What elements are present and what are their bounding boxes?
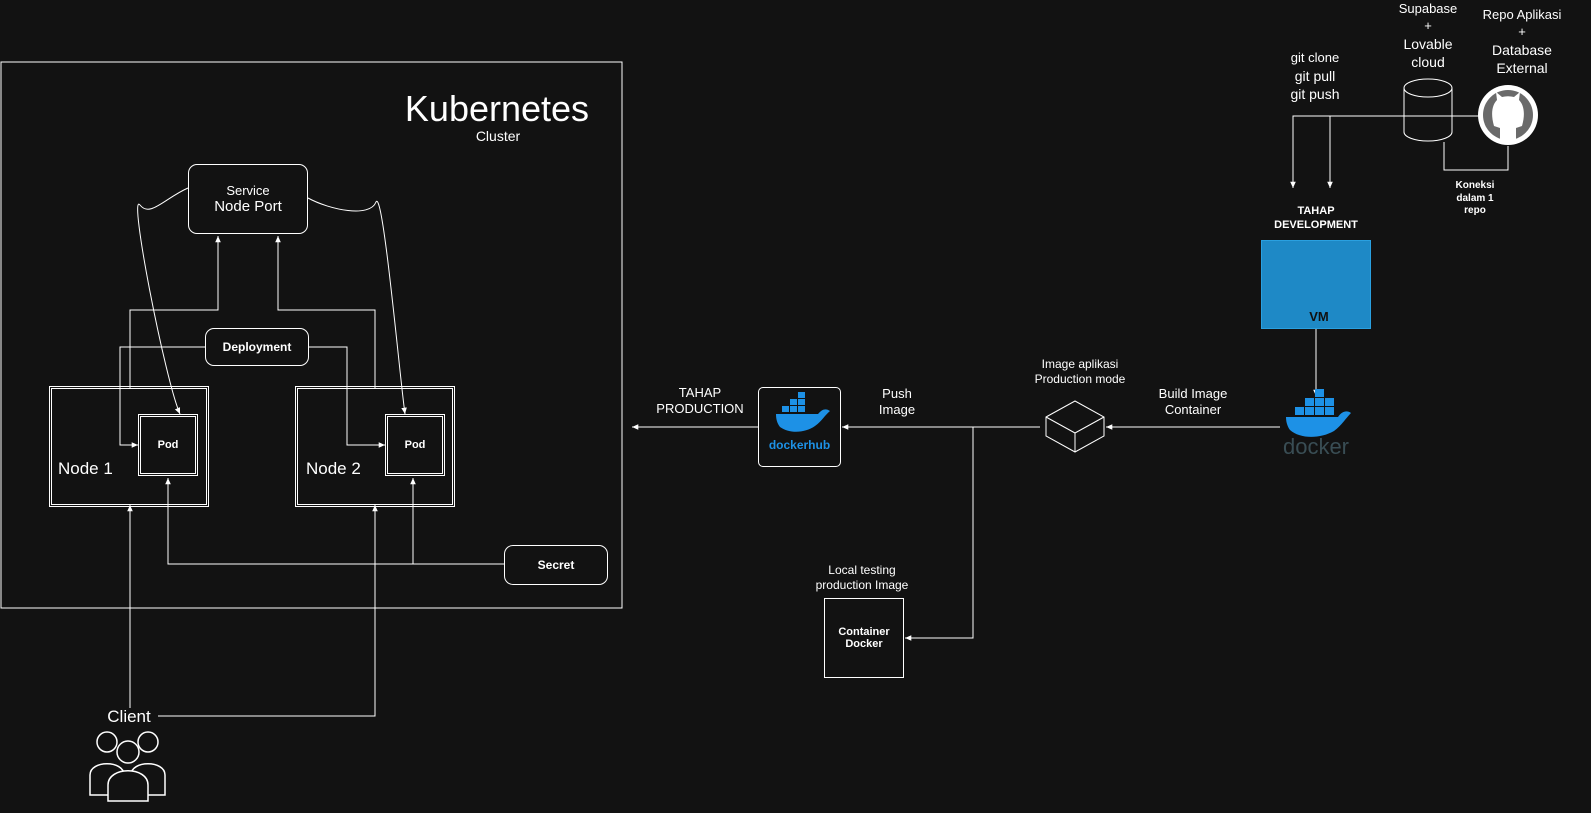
container-line2: Docker [845, 638, 883, 650]
koneksi-line3: repo [1464, 205, 1486, 216]
dockerhub-whale-icon [776, 392, 830, 432]
vm-tile[interactable] [1261, 240, 1371, 329]
container-line1: Container [838, 626, 890, 638]
koneksi-label: Koneksi dalam 1 repo [1445, 180, 1505, 218]
container-docker-box[interactable]: Container Docker [824, 598, 904, 678]
dockerhub-tile[interactable]: dockerhub [758, 387, 841, 467]
cluster-subtitle: Cluster [475, 128, 521, 144]
vm-label: VM [1309, 309, 1329, 324]
edge-deployment-to-pod1 [119, 346, 205, 448]
repo-line3: Database [1492, 41, 1552, 58]
push-line2: Image [878, 402, 916, 418]
repo-label: Repo Aplikasi + Database External [1470, 7, 1574, 77]
edge-git-to-vm-1 [1290, 115, 1404, 188]
local-testing-line1: Local testing [828, 563, 896, 577]
image-app-label: Image aplikasi Production mode [1015, 357, 1145, 387]
supabase-line3: Lovable [1403, 35, 1453, 52]
git-commands-label: git clone git pull git push [1275, 50, 1355, 103]
pod-1-label: Pod [157, 439, 179, 451]
koneksi-line1: Koneksi [1455, 180, 1495, 191]
node-2-label: Node 2 [306, 459, 361, 478]
service-label: Service [226, 183, 270, 198]
edge-git-to-vm-2 [1327, 115, 1488, 188]
supabase-line4: cloud [1411, 53, 1445, 70]
node-1-label: Node 1 [58, 459, 113, 478]
git-clone: git clone [1290, 50, 1340, 65]
build-line2: Container [1164, 402, 1222, 418]
client-label: Client [107, 707, 151, 726]
pod-2[interactable]: Pod [385, 414, 445, 476]
supabase-line2: + [1424, 17, 1432, 33]
pod-2-label: Pod [404, 439, 426, 451]
push-image-label: Push Image [862, 386, 932, 419]
users-icon [89, 731, 166, 802]
deployment-label: Deployment [222, 340, 292, 354]
supabase-label: Supabase + Lovable cloud [1388, 1, 1468, 71]
dockerhub-label: dockerhub [768, 438, 831, 452]
local-testing-label: Local testing production Image [798, 563, 926, 593]
image-cube-icon [1045, 400, 1105, 453]
docker-label: docker [1282, 434, 1350, 459]
pod-1[interactable]: Pod [138, 414, 198, 476]
development-stage-label: TAHAP DEVELOPMENT [1256, 205, 1376, 233]
supabase-line1: Supabase [1398, 1, 1458, 16]
build-image-label: Build Image Container [1148, 386, 1238, 419]
build-line1: Build Image [1158, 386, 1228, 401]
node-1[interactable] [49, 386, 209, 507]
development-line2: DEVELOPMENT [1274, 218, 1358, 231]
repo-line1: Repo Aplikasi [1482, 7, 1562, 22]
cluster-title: Kubernetes [404, 88, 590, 129]
edge-client-to-node2 [158, 505, 378, 717]
production-line1: TAHAP [678, 385, 722, 400]
development-line1: TAHAP [1297, 205, 1335, 217]
edge-node1-to-service [129, 236, 221, 388]
secret-box[interactable]: Secret [504, 545, 608, 585]
deployment-box[interactable]: Deployment [205, 328, 309, 366]
edge-node2-to-service [275, 236, 376, 388]
git-push: git push [1290, 86, 1340, 103]
kubernetes-cluster-frame [0, 61, 623, 609]
image-app-line1: Image aplikasi [1041, 357, 1119, 371]
edge-repo-supabase-link [1443, 142, 1509, 171]
edge-image-to-local-container [905, 427, 974, 641]
database-cylinder-icon [1403, 78, 1453, 142]
repo-line2: + [1518, 23, 1526, 39]
edge-deployment-to-pod2 [309, 346, 385, 448]
local-testing-line2: production Image [815, 578, 909, 592]
github-icon [1478, 85, 1538, 145]
git-pull: git pull [1294, 67, 1336, 84]
image-app-line2: Production mode [1034, 372, 1126, 386]
node-2[interactable] [295, 386, 455, 507]
production-line2: PRODUCTION [656, 401, 744, 417]
edge-service-to-pod2 [307, 197, 407, 415]
docker-whale-icon [1286, 389, 1351, 437]
edge-service-to-pod1 [137, 187, 189, 415]
push-line1: Push [882, 386, 912, 401]
service-node-port[interactable]: Service Node Port [188, 164, 308, 234]
secret-label: Secret [537, 558, 575, 572]
repo-line4: External [1496, 59, 1548, 76]
production-stage-label: TAHAP PRODUCTION [640, 385, 760, 418]
node-port-label: Node Port [214, 198, 282, 215]
koneksi-line2: dalam 1 [1456, 192, 1494, 204]
